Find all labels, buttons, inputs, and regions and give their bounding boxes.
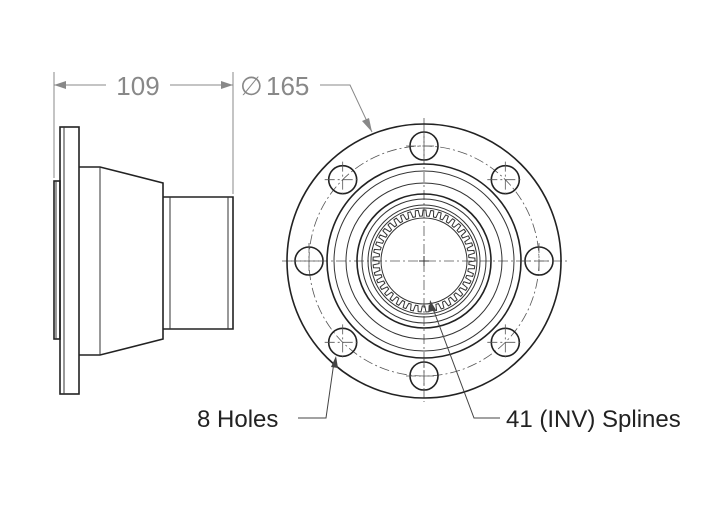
holes-callout: 8 Holes	[197, 356, 338, 433]
side-tapered-body	[79, 166, 164, 356]
side-pilot-lip	[53, 180, 61, 340]
side-stub-shaft	[163, 196, 234, 330]
side-flange-plate	[59, 126, 80, 395]
bolt-hole	[406, 358, 442, 394]
length-dimension: 109	[53, 71, 234, 194]
bolt-hole	[487, 161, 524, 198]
front-view	[282, 118, 570, 402]
diameter-dimension-label: 165	[266, 71, 309, 101]
bolt-hole	[487, 324, 524, 361]
length-dimension-label: 109	[116, 71, 159, 101]
spline-profile	[372, 209, 476, 313]
diameter-dimension: ∅ 165	[240, 71, 373, 133]
diameter-symbol: ∅	[240, 71, 263, 101]
splines-callout: 41 (INV) Splines	[429, 300, 681, 433]
bolt-hole	[324, 161, 361, 198]
splines-callout-label: 41 (INV) Splines	[506, 406, 681, 433]
flange-outer-circle	[286, 123, 562, 399]
bolt-hole	[291, 243, 327, 279]
bolt-hole	[521, 243, 557, 279]
bolt-hole	[324, 324, 361, 361]
bolt-hole	[406, 128, 442, 164]
spline-teeth	[372, 209, 476, 313]
holes-callout-label: 8 Holes	[197, 406, 278, 433]
bolt-holes	[291, 128, 557, 394]
side-view	[53, 126, 234, 395]
